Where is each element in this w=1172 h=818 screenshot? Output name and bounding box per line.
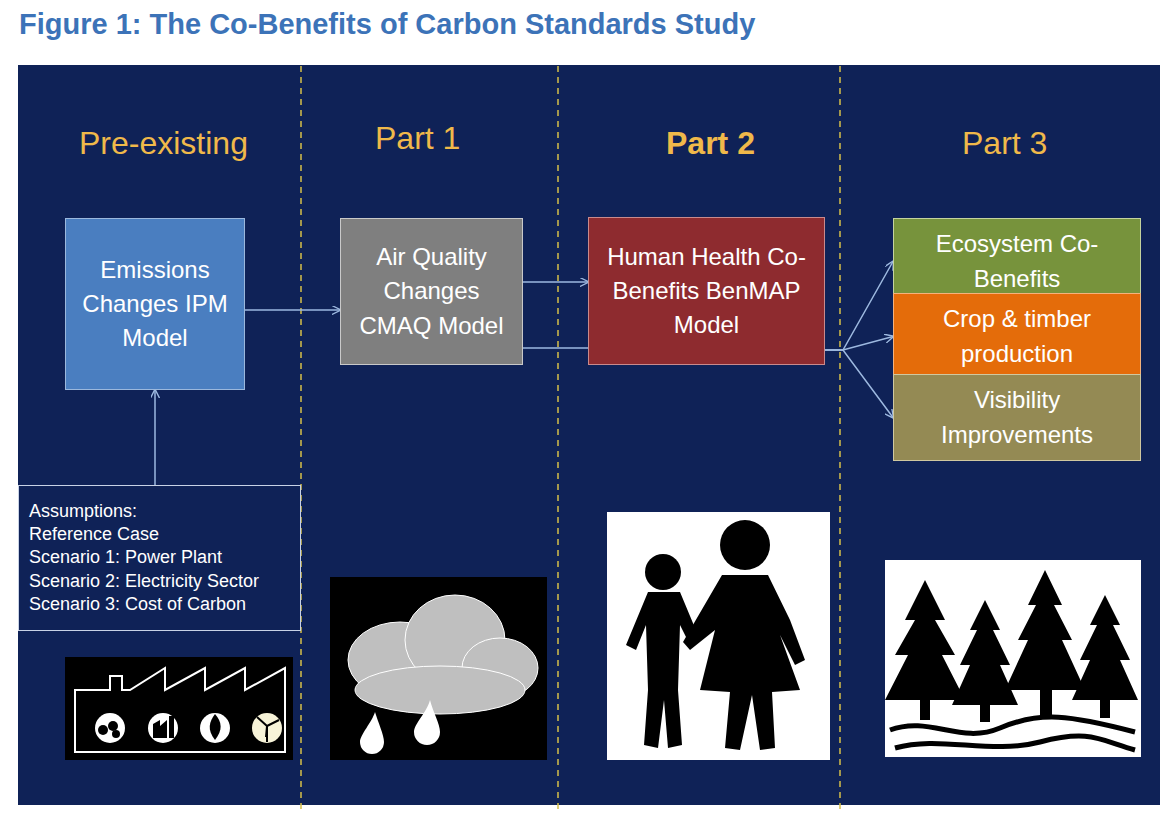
assumption-line: Scenario 3: Cost of Carbon (29, 593, 246, 616)
children-icon (607, 512, 830, 760)
benefit-box: Ecosystem Co-Benefits (893, 218, 1141, 305)
model-box: Air Quality Changes CMAQ Model (340, 218, 523, 365)
model-box: Human Health Co-Benefits BenMAP Model (588, 217, 825, 365)
factory-icon (65, 657, 293, 760)
connector-arrow (523, 347, 588, 349)
box-label: Emissions Changes IPM Model (78, 253, 232, 355)
trees-icon (885, 560, 1141, 757)
connector-arrow (825, 337, 893, 351)
benefit-box: Crop & timber production (893, 293, 1141, 380)
assumptions-box: Assumptions:Reference CaseScenario 1: Po… (18, 485, 301, 631)
box-label: Ecosystem Co-Benefits (906, 227, 1128, 295)
assumption-line: Scenario 2: Electricity Sector (29, 570, 259, 593)
connector-arrow (825, 262, 893, 351)
box-label: Human Health Co-Benefits BenMAP Model (601, 240, 812, 342)
connector-arrow (245, 309, 340, 311)
assumption-line: Scenario 1: Power Plant (29, 546, 222, 569)
connector-arrow (154, 390, 156, 485)
figure-title: Figure 1: The Co-Benefits of Carbon Stan… (19, 8, 755, 41)
column-header: Part 1 (375, 120, 460, 157)
connector-arrow (825, 350, 893, 418)
assumption-line: Reference Case (29, 523, 159, 546)
cloud-icon (330, 577, 547, 760)
model-box: Emissions Changes IPM Model (65, 218, 245, 390)
column-header: Pre-existing (79, 125, 248, 162)
box-label: Visibility Improvements (906, 383, 1128, 451)
box-label: Crop & timber production (906, 302, 1128, 370)
column-header: Part 2 (666, 125, 755, 162)
column-dividers (301, 66, 840, 814)
box-label: Air Quality Changes CMAQ Model (353, 240, 510, 342)
assumption-line: Assumptions: (29, 500, 137, 523)
benefit-box: Visibility Improvements (893, 374, 1141, 461)
connector-arrow (523, 281, 588, 283)
column-header: Part 3 (962, 125, 1047, 162)
